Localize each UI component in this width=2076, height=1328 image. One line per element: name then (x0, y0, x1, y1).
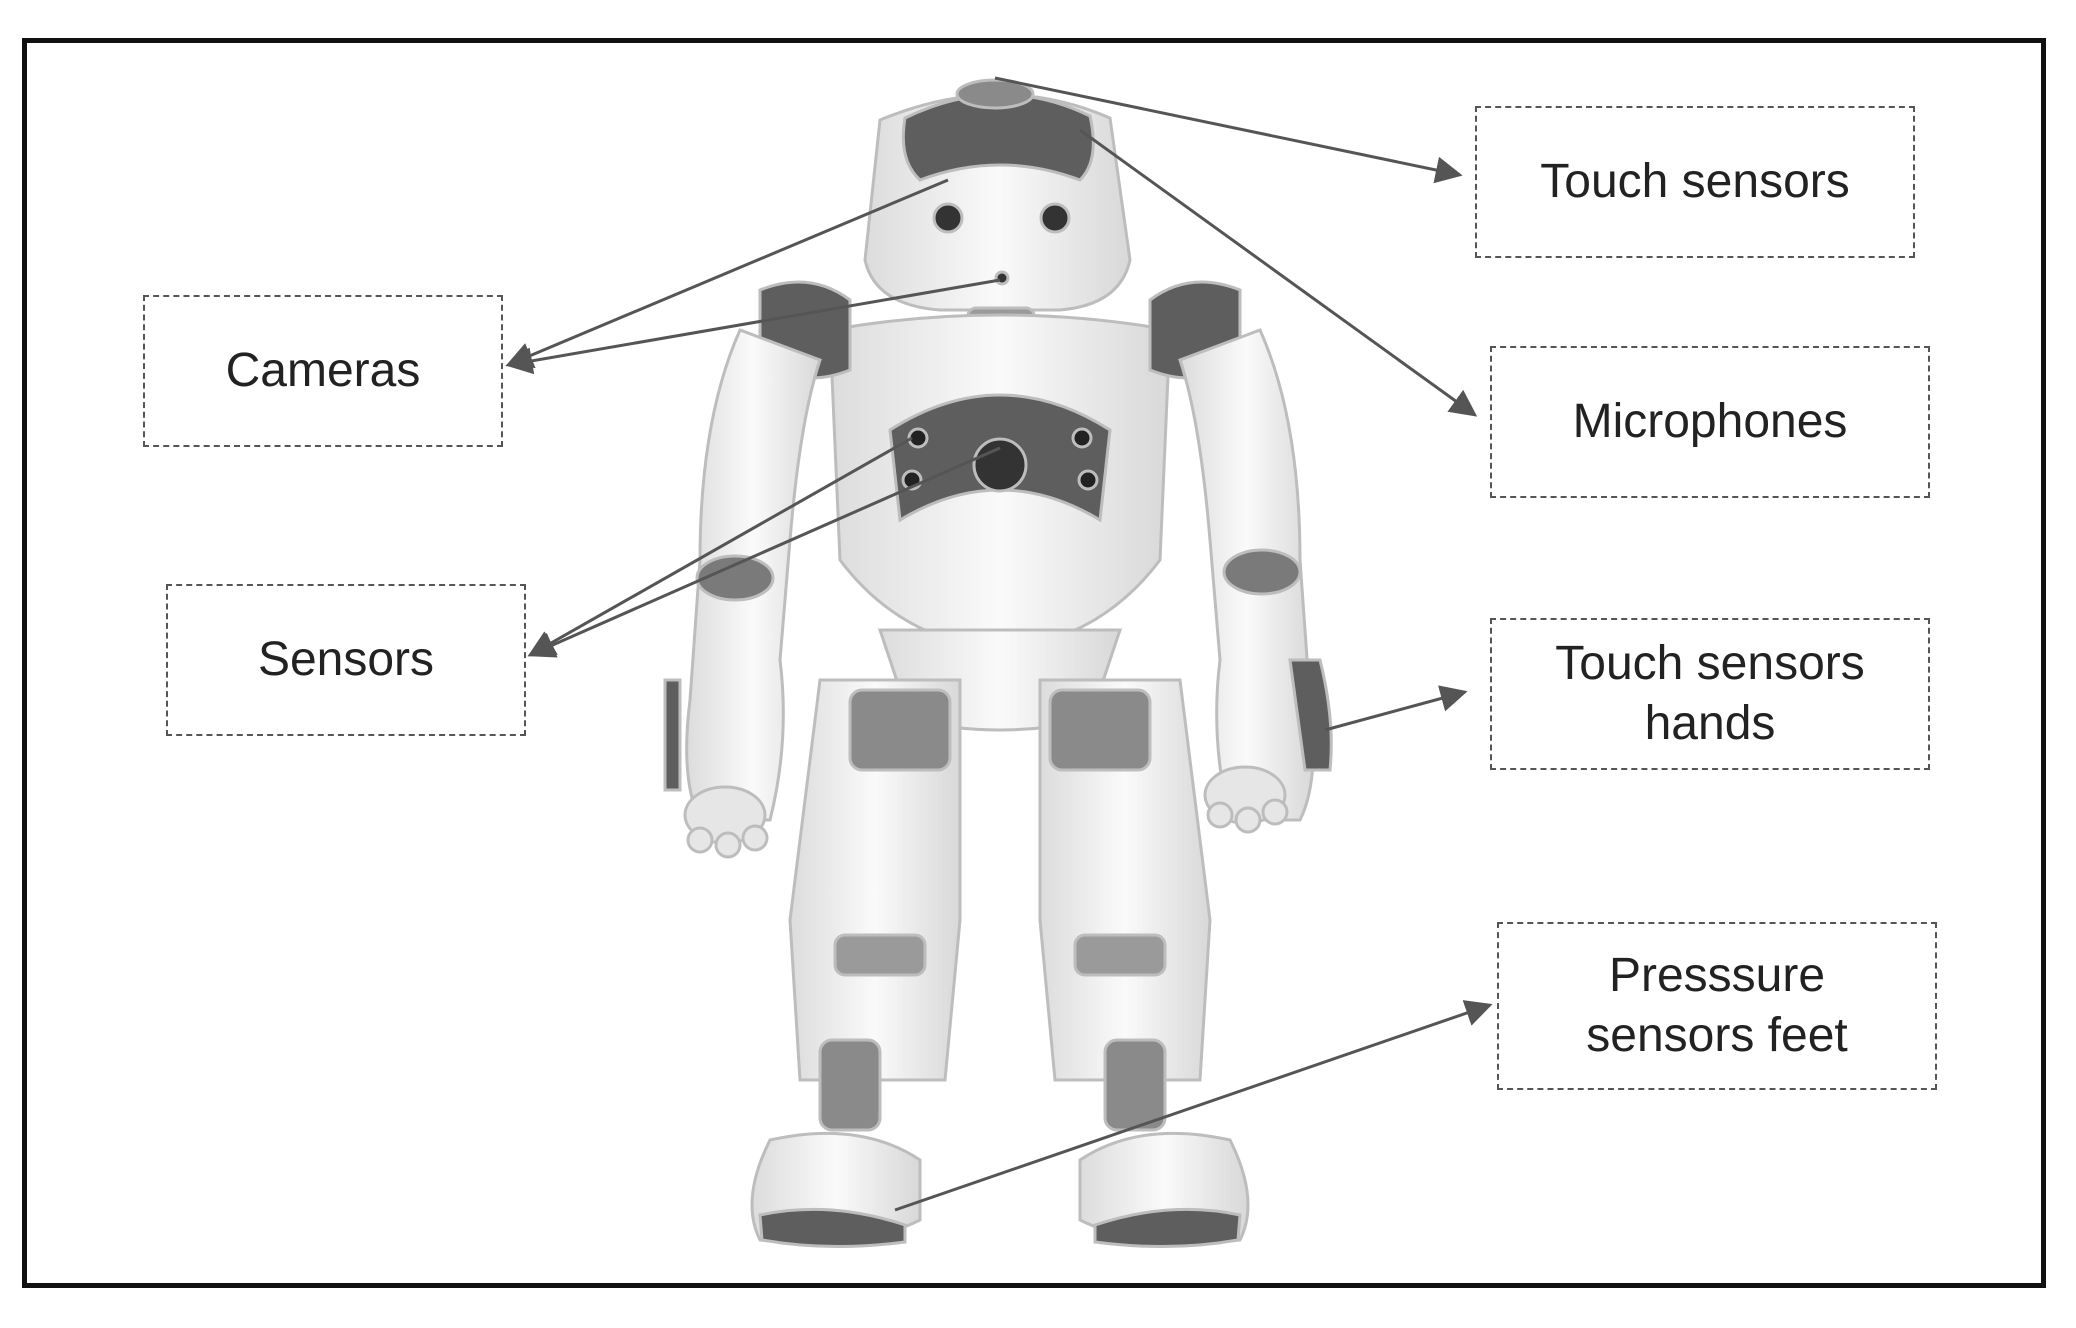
arrow-sensors-2 (527, 446, 1001, 658)
hip-joint-left (848, 688, 952, 772)
ankle-joint-left (818, 1038, 882, 1132)
hand-left (683, 785, 769, 859)
elbow-right (1222, 548, 1302, 596)
label-touch-sensors-text: Touch sensors (1540, 155, 1850, 208)
knee-joint-left (833, 933, 927, 977)
foot-sole-right (1093, 1207, 1242, 1249)
label-microphones-text: Microphones (1572, 395, 1848, 448)
sonar-right-2-icon (1077, 469, 1099, 491)
leg-left (788, 678, 962, 1082)
label-sensors: Sensors (166, 584, 526, 736)
label-pressure-sensors-feet: Presssure sensors feet (1497, 922, 1937, 1090)
label-touch-sensors-hands: Touch sensors hands (1490, 618, 1930, 770)
elbow-left (695, 554, 775, 602)
sonar-right-1-icon (1071, 427, 1093, 449)
arrow-cameras-eye (505, 178, 949, 369)
label-cameras-text: Cameras (225, 344, 421, 397)
label-pressure-sensors-feet-text: Presssure sensors feet (1586, 949, 1848, 1062)
label-touch-sensors-hands-text: Touch sensors hands (1555, 637, 1865, 750)
leg-right (1038, 678, 1212, 1082)
label-cameras: Cameras (143, 295, 503, 447)
chest-button-icon (972, 437, 1028, 493)
arrow-sensors-1 (527, 436, 913, 657)
arrows (505, 76, 1493, 1212)
arrow-pressure-feet (894, 1000, 1493, 1212)
arrow-touch-hands (1324, 685, 1468, 732)
robot-figure (663, 78, 1333, 1249)
ankle-joint-right (1103, 1038, 1167, 1132)
mouth-camera-icon (994, 270, 1010, 286)
eye-right-icon (1039, 202, 1071, 234)
hip-joint-right (1048, 688, 1152, 772)
arrow-touch-sensors (994, 76, 1463, 184)
hand-right (1203, 765, 1289, 834)
arrow-cameras-mouth (505, 278, 1001, 375)
eye-left-icon (932, 202, 964, 234)
head-top-ring (955, 78, 1035, 110)
foot-sole-left (758, 1207, 907, 1249)
hand-pad-right (1288, 658, 1333, 772)
label-microphones: Microphones (1490, 346, 1930, 498)
label-touch-sensors: Touch sensors (1475, 106, 1915, 258)
arrow-microphones (1079, 128, 1478, 417)
knee-joint-right (1073, 933, 1167, 977)
label-sensors-text: Sensors (257, 633, 435, 686)
hand-pad-left (663, 678, 682, 792)
